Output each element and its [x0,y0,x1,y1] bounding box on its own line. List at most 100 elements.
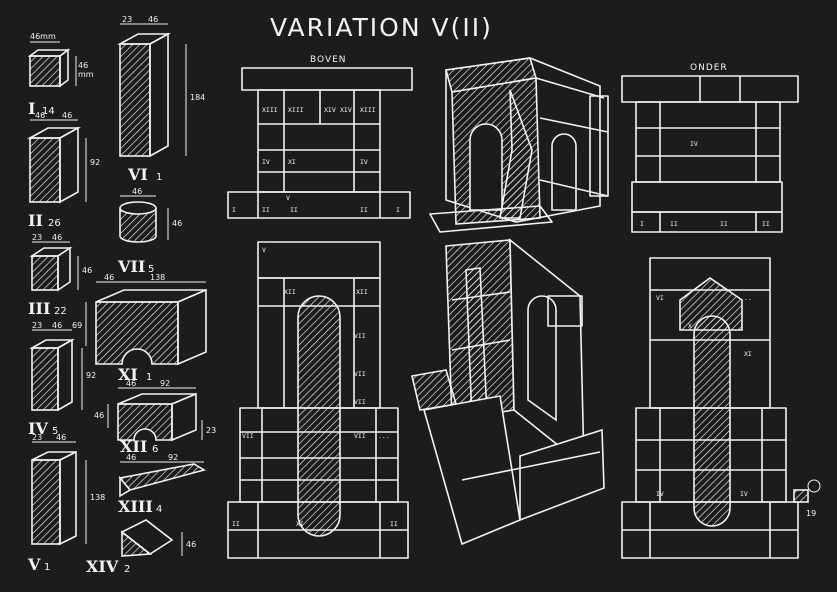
front-label-5: VII [354,398,366,406]
piece-vi-dim-0: 23 [122,15,132,24]
piece-xi: 46 138 69 XI 1 [72,273,207,384]
signature-text: 19 [806,509,816,518]
piece-v-dim-0: 23 [32,433,42,442]
piece-xi-count: 1 [146,372,152,383]
side-label-2: XI [744,350,752,358]
onder-label-1: I [640,220,644,228]
view-label-boven: BOVEN [310,55,347,65]
boven-label-2: XIV [324,106,336,114]
side-label-3: IV [656,490,664,498]
piece-xiii-dim-0: 46 [126,453,136,462]
piece-i: 46mm 46 mm I 14 [27,32,94,118]
piece-xi-dim-0: 46 [104,273,114,282]
piece-xi-dim-1: 138 [150,273,165,282]
piece-iii: 23 46 46 III 22 [28,233,92,318]
piece-xii: 46 92 46 23 XII 6 [94,379,216,456]
isometric-top [429,57,609,233]
view-label-onder: ONDER [690,63,728,73]
piece-i-dim-0: 46mm [30,32,56,41]
boven-label-9: II [262,206,270,214]
piece-xiv-dim-0: 46 [186,540,196,549]
front-label-9: II [232,520,240,528]
piece-vii: 46 46 VII 5 [117,187,182,276]
piece-ii-dim-2: 92 [90,158,100,167]
boven-label-4: XIII [360,106,376,114]
plan-boven: BOVEN XIII XIII XIV XIV XIII IV XI IV V … [227,55,413,219]
piece-vii-dim-1: 46 [172,219,182,228]
front-label-1: XII [284,288,296,296]
onder-label-3: II [720,220,728,228]
signature-mark: 19 [793,479,821,518]
piece-vi-dim-1: 46 [148,15,158,24]
piece-ii-dim-1: 46 [62,111,72,120]
piece-xiv: 46 XIV 2 [86,519,196,576]
piece-iv-numeral: IV [28,419,48,438]
boven-label-1: XIII [288,106,304,114]
piece-v-count: 1 [44,562,50,573]
piece-vii-dim-0: 46 [132,187,142,196]
piece-vi-dim-2: 184 [190,93,205,102]
piece-iv: 23 46 92 IV 5 [28,321,96,438]
front-label-2: XII [356,288,368,296]
front-label-6: VII [354,432,366,440]
piece-xii-dim-2: 46 [94,411,104,420]
piece-xi-dim-2: 69 [72,321,82,330]
boven-label-10: II [290,206,298,214]
front-label-4: VII [354,370,366,378]
elevation-side: VI X XI IV IV ... [621,257,799,559]
boven-label-11: II [360,206,368,214]
piece-xiii-count: 4 [156,504,162,515]
piece-iv-dim-0: 23 [32,321,42,330]
front-label-3: VII [354,332,366,340]
plan-onder: ONDER IV I II II II [621,63,799,233]
piece-iv-dim-1: 46 [52,321,62,330]
piece-xii-dim-1: 92 [160,379,170,388]
front-label-11: ... [378,432,390,440]
boven-label-8: V [286,194,290,202]
onder-label-2: II [670,220,678,228]
piece-vi-numeral: VI [127,165,148,184]
piece-ii-dim-0: 46 [35,111,45,120]
piece-xiii-numeral: XIII [118,497,153,516]
piece-xiv-numeral: XIV [86,557,119,576]
boven-label-5: IV [262,158,270,166]
boven-label-13: I [396,206,400,214]
boven-label-7: IV [360,158,368,166]
isometric-bottom [411,238,605,546]
piece-xii-dim-3: 23 [206,426,216,435]
piece-xiii: 46 92 XIII 4 [118,453,207,516]
piece-iii-dim-0: 23 [32,233,42,242]
piece-v-dim-1: 46 [56,433,66,442]
side-label-4: IV [740,490,748,498]
drawing-title: VARIATION V(II) [270,13,493,42]
front-label-7: VII [242,432,254,440]
piece-iv-count: 5 [52,426,58,437]
boven-label-0: XIII [262,106,278,114]
piece-ii-count: 26 [48,218,61,229]
piece-xiii-dim-1: 92 [168,453,178,462]
piece-v: 23 46 138 V 1 [27,433,105,574]
piece-iii-dim-1: 46 [52,233,62,242]
side-label-1: X [688,322,692,330]
piece-xii-count: 6 [152,444,158,455]
piece-xi-numeral: XI [118,365,138,384]
piece-xii-numeral: XII [120,437,147,456]
piece-xiv-count: 2 [124,564,130,575]
piece-iv-dim-2: 92 [86,371,96,380]
piece-i-dim-2: mm [78,70,94,79]
piece-iii-count: 22 [54,306,67,317]
piece-ii: 46 46 92 II 26 [26,111,100,230]
piece-ii-numeral: II [28,211,43,230]
piece-vii-count: 5 [148,264,154,275]
front-label-8: XI [296,520,304,528]
onder-label-0: IV [690,140,698,148]
boven-label-12: I [232,206,236,214]
piece-vi-count: 1 [156,172,162,183]
boven-label-6: XI [288,158,296,166]
onder-label-4: II [762,220,770,228]
side-label-0: VI [656,294,664,302]
boven-label-3: XIV [340,106,352,114]
piece-iii-numeral: III [28,299,50,318]
